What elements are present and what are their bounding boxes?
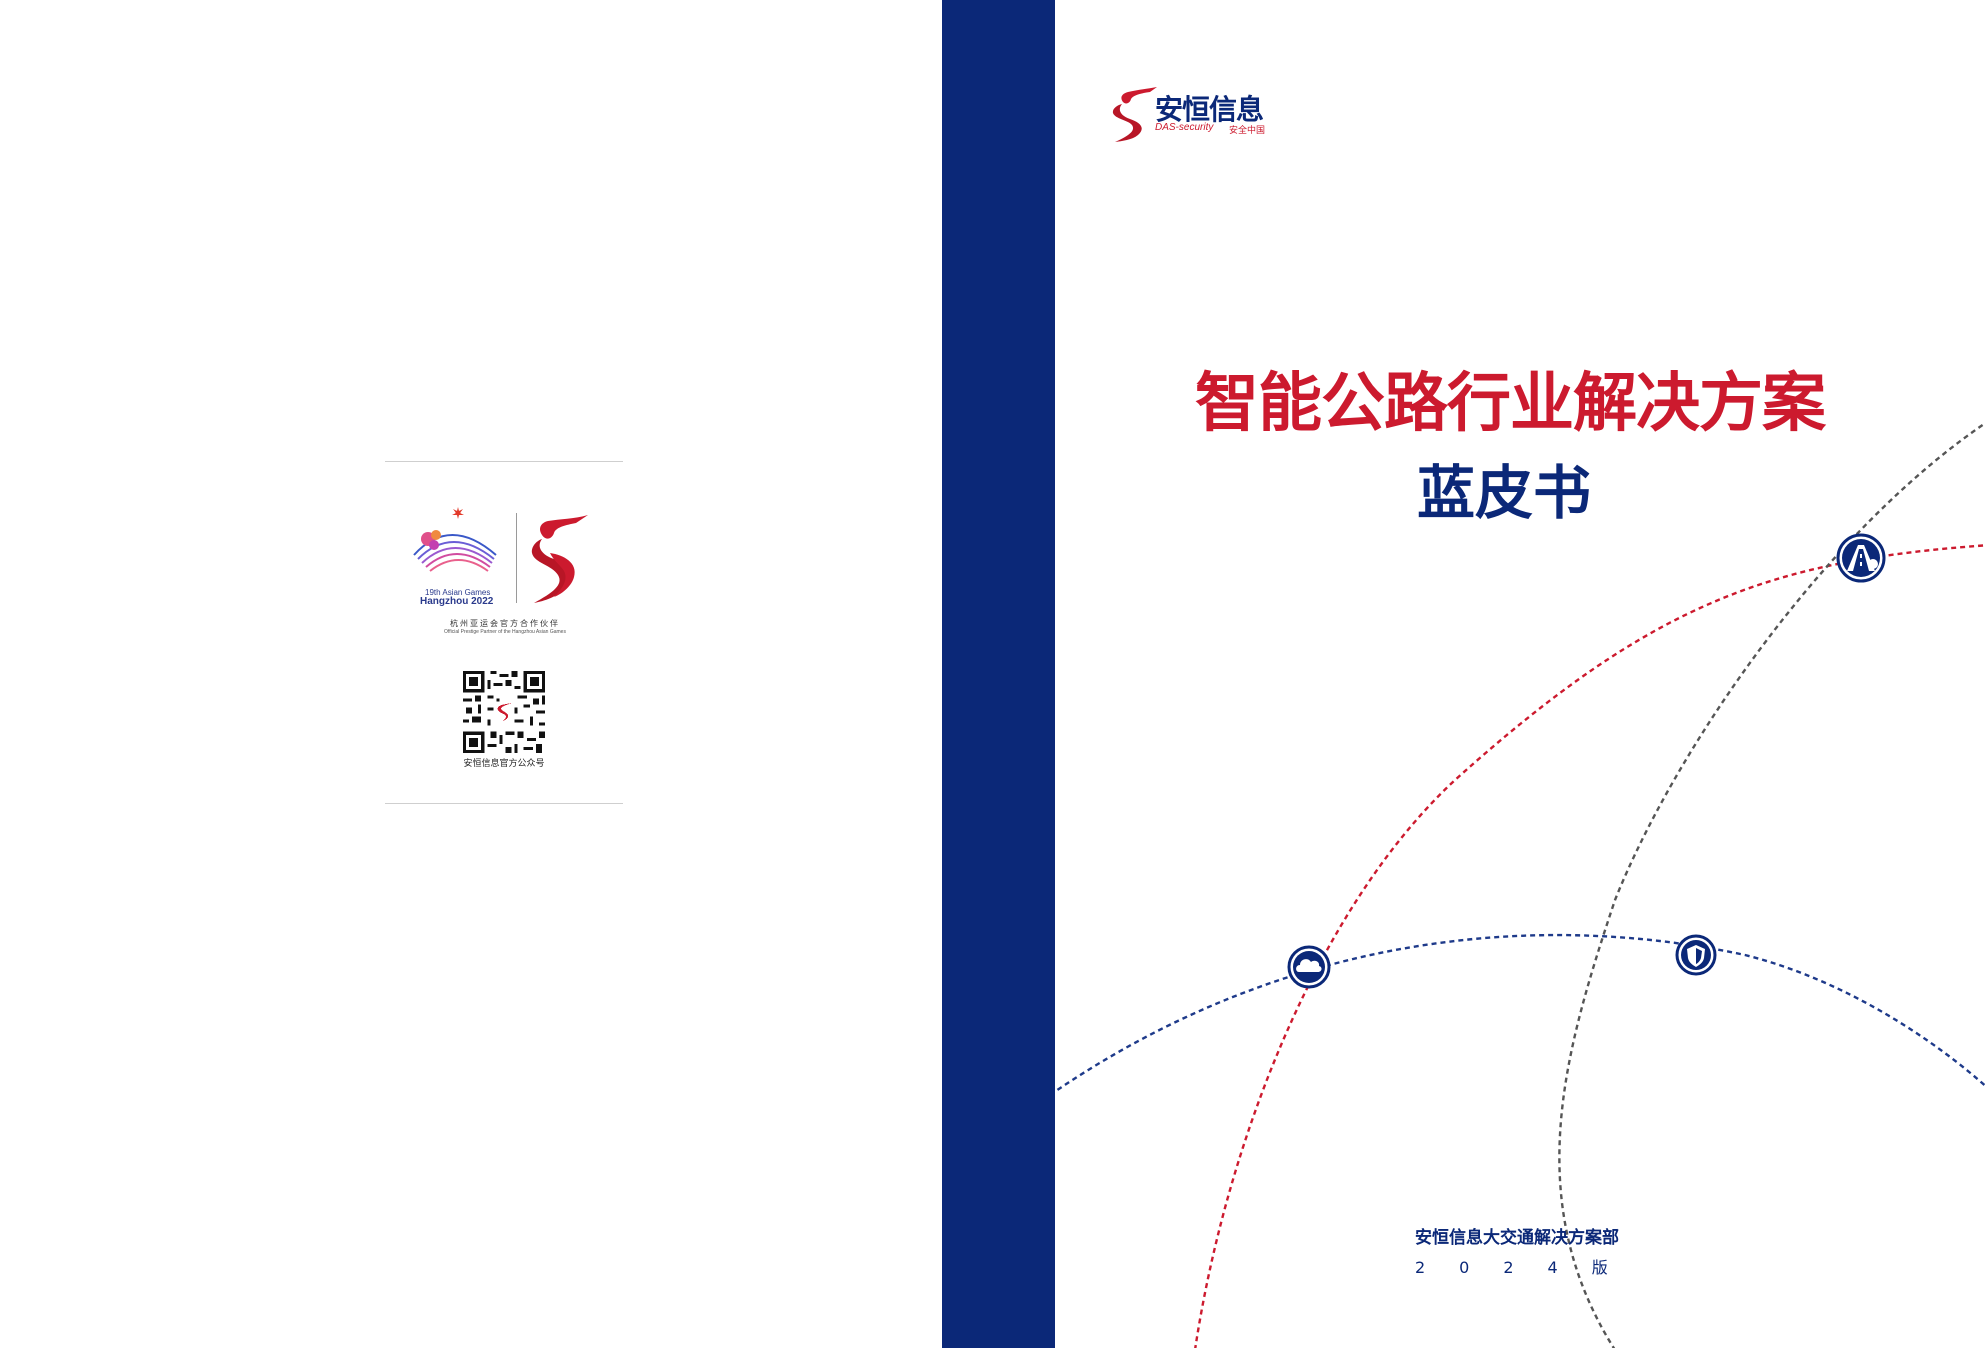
highway-icon bbox=[1836, 533, 1886, 583]
das-s-logo-small bbox=[531, 515, 588, 603]
network-arcs bbox=[1055, 422, 1985, 1348]
divider-bottom bbox=[385, 803, 623, 804]
shield-icon bbox=[1675, 934, 1717, 976]
brand-name-cn: 安恒信息 bbox=[1155, 93, 1264, 126]
das-s-logo bbox=[1112, 87, 1157, 142]
qr-caption: 安恒信息官方公众号 bbox=[463, 759, 545, 769]
brand-slogan: 安全中国 bbox=[1229, 126, 1266, 136]
divider-top bbox=[385, 461, 623, 462]
spine bbox=[942, 0, 1055, 1348]
brand-name-en: DAS-security bbox=[1155, 122, 1214, 133]
department: 安恒信息大交通解决方案部 bbox=[1415, 1228, 1619, 1248]
partner-block: 19th Asian Games Hangzhou 2022 杭州亚运会官方合作… bbox=[410, 505, 600, 635]
edition: 2024版 bbox=[1415, 1258, 1642, 1277]
qr-code bbox=[460, 668, 548, 756]
logo-separator bbox=[516, 513, 517, 603]
asian-games-line2: Hangzhou 2022 bbox=[420, 596, 494, 607]
partner-label-en: Official Prestige Partner of the Hangzho… bbox=[444, 629, 566, 635]
title-line2: 蓝皮书 bbox=[1417, 459, 1592, 527]
cloud-icon bbox=[1287, 945, 1331, 989]
title-line1: 智能公路行业解决方案 bbox=[1195, 367, 1826, 441]
asian-games-line1: 19th Asian Games bbox=[425, 588, 491, 597]
partner-label-cn: 杭州亚运会官方合作伙伴 bbox=[450, 619, 560, 628]
asian-games-logo bbox=[413, 507, 497, 572]
front-cover bbox=[1055, 0, 1985, 1348]
